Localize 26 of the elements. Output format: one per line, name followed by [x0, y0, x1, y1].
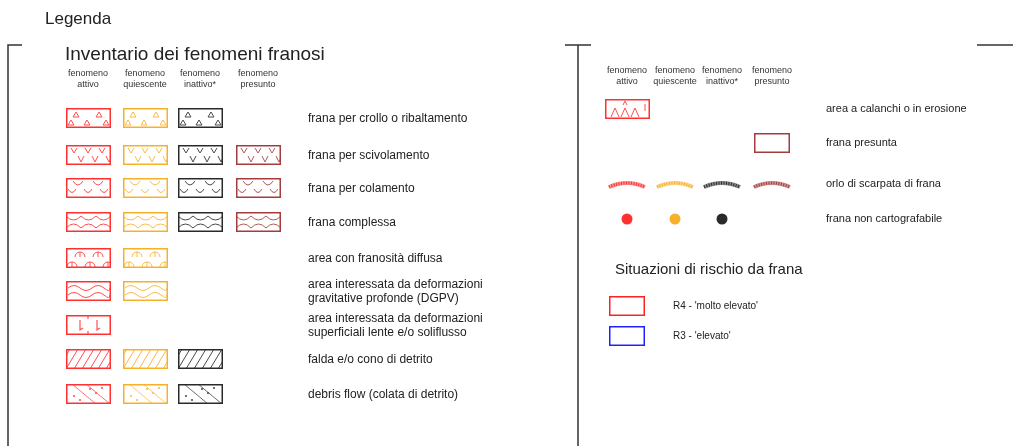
legend-text: falda e/o cono di detrito: [308, 351, 434, 367]
legend-text: debris flow (colata di detrito): [308, 386, 460, 402]
section-heading: Situazioni di rischio da frana: [615, 260, 803, 279]
legend-text: area interessata da deformazioni gravitative profonde (DGPV): [308, 276, 484, 306]
column-header: fenomeno presunto: [237, 68, 279, 90]
legend-text: area a calanchi o in erosione: [826, 102, 968, 116]
column-header: fenomeno quiescente: [122, 68, 168, 90]
column-header: fenomeno attivo: [606, 65, 648, 87]
legend-text: frana per scivolamento: [308, 147, 431, 163]
legend-text: orlo di scarpata di frana: [826, 177, 942, 191]
column-header: fenomeno inattivo*: [179, 68, 221, 90]
column-header: fenomeno quiescente: [652, 65, 698, 87]
section-heading: Inventario dei fenomeni franosi: [65, 42, 325, 66]
legend-text: R4 - 'molto elevato': [673, 300, 759, 312]
column-header: fenomeno presunto: [751, 65, 793, 87]
legend-text: frana per crollo o ribaltamento: [308, 110, 469, 126]
legend-text: frana complessa: [308, 214, 398, 230]
legend-title: Legenda: [45, 8, 112, 30]
legend-text: frana presunta: [826, 136, 898, 150]
column-header: fenomeno attivo: [67, 68, 109, 90]
legend-text: R3 - 'elevato': [673, 330, 732, 342]
legend-text: frana per colamento: [308, 180, 416, 196]
legend-text: frana non cartografabile: [826, 212, 944, 226]
column-header: fenomeno inattivo*: [701, 65, 743, 87]
legend-text: area con franosità diffusa: [308, 250, 444, 266]
legend-text: area interessata da deformazioni superficiali lente e/o soliflusso: [308, 310, 484, 340]
